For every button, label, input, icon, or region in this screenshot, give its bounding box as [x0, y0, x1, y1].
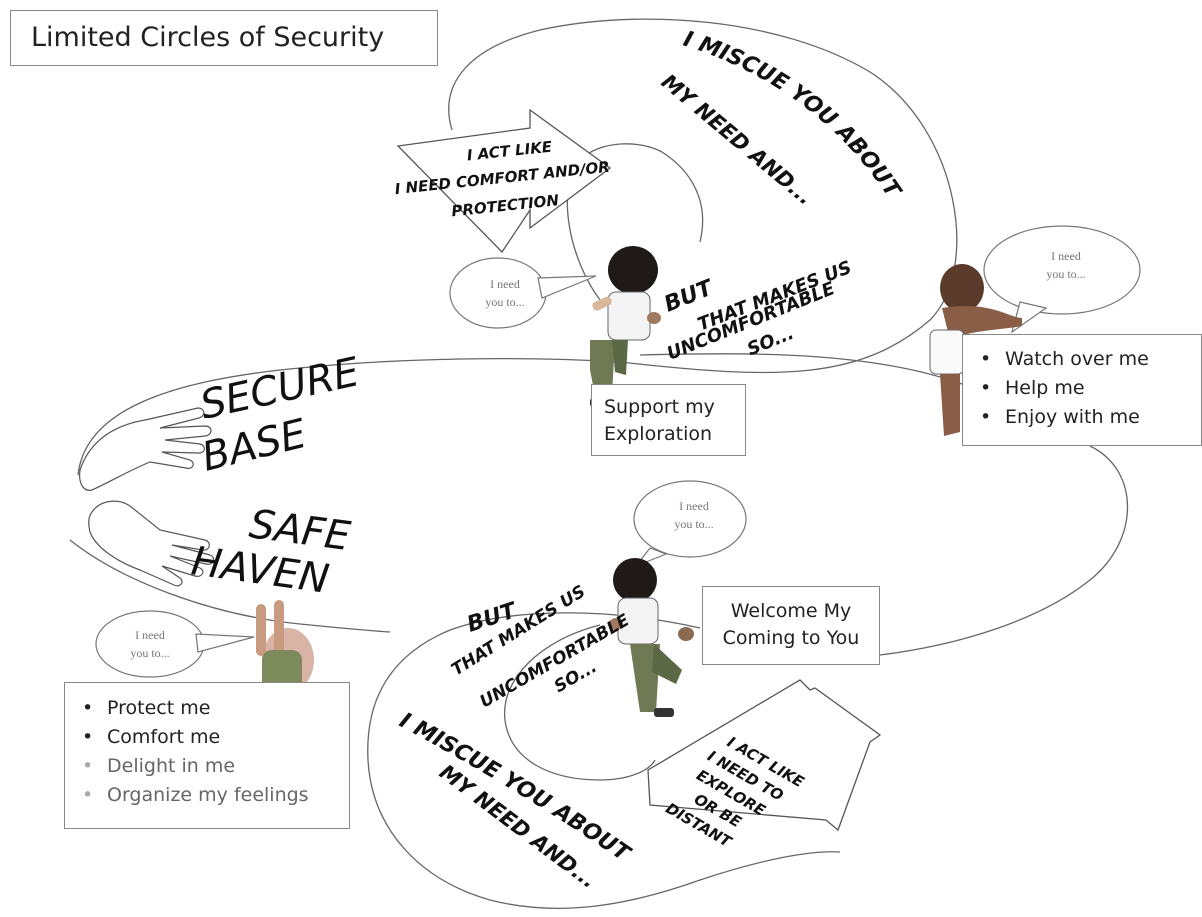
watch-over-list-box: Watch over me Help me Enjoy with me — [962, 334, 1202, 446]
welcome-box-line-2: Coming to You — [722, 627, 860, 649]
bubble-text-line-1: I need — [135, 628, 165, 642]
list-item: Comfort me — [65, 723, 349, 752]
child-crawling-figure — [929, 264, 1022, 436]
speech-bubble-reaching-child: I need you to... — [95, 610, 255, 678]
bubble-text-line-1: I need — [679, 499, 709, 513]
top-ring-curve — [448, 18, 958, 374]
welcome-coming-box: Welcome My Coming to You — [702, 586, 880, 665]
protect-list-box: Protect me Comfort me Delight in me Orga… — [64, 682, 350, 829]
list-item: Protect me — [65, 694, 349, 723]
list-item: Delight in me — [65, 752, 349, 781]
list-item: Organize my feelings — [65, 781, 349, 810]
top-comfort-arrow — [396, 108, 612, 254]
support-box-line-1: Support my — [604, 396, 715, 418]
child-returning-bottom-figure — [609, 558, 694, 717]
bubble-text-line-2: you to... — [485, 295, 524, 309]
bubble-text-line-2: you to... — [130, 646, 169, 660]
list-item: Watch over me — [963, 345, 1201, 374]
bubble-text-line-1: I need — [490, 277, 520, 291]
speech-bubble-child-bottom: I need you to... — [633, 480, 747, 568]
support-exploration-box: Support my Exploration — [591, 384, 746, 456]
top-inner-curve — [566, 143, 704, 301]
bubble-text-line-1: I need — [1051, 249, 1081, 263]
bubble-text-line-2: you to... — [1046, 267, 1085, 281]
outward-path-curve — [639, 353, 971, 388]
lower-hand-icon — [88, 500, 215, 587]
safe-haven-curve — [69, 539, 391, 633]
speech-bubble-child-top: I need you to... — [449, 257, 597, 329]
list-item: Help me — [963, 374, 1201, 403]
list-item: Enjoy with me — [963, 403, 1201, 432]
support-box-line-2: Exploration — [604, 423, 713, 445]
bottom-ring-curve — [367, 612, 841, 910]
bottom-miscue-line-1: I MISCUE YOU ABOUT — [395, 708, 635, 867]
upper-hand-icon — [79, 407, 212, 491]
protect-list: Protect me Comfort me Delight in me Orga… — [65, 683, 349, 810]
bottom-explore-arrow — [647, 679, 882, 832]
bottom-inner-curve — [503, 624, 656, 781]
welcome-box-line-1: Welcome My — [730, 600, 852, 622]
watch-list: Watch over me Help me Enjoy with me — [963, 335, 1201, 432]
child-exploring-top-figure — [590, 246, 661, 407]
diagram-title: Limited Circles of Security — [10, 10, 438, 66]
speech-bubble-crawling-child: I need you to... — [983, 225, 1141, 334]
secure-base-curve — [77, 357, 621, 476]
bubble-text-line-2: you to... — [674, 517, 713, 531]
right-return-curve — [879, 445, 1129, 656]
